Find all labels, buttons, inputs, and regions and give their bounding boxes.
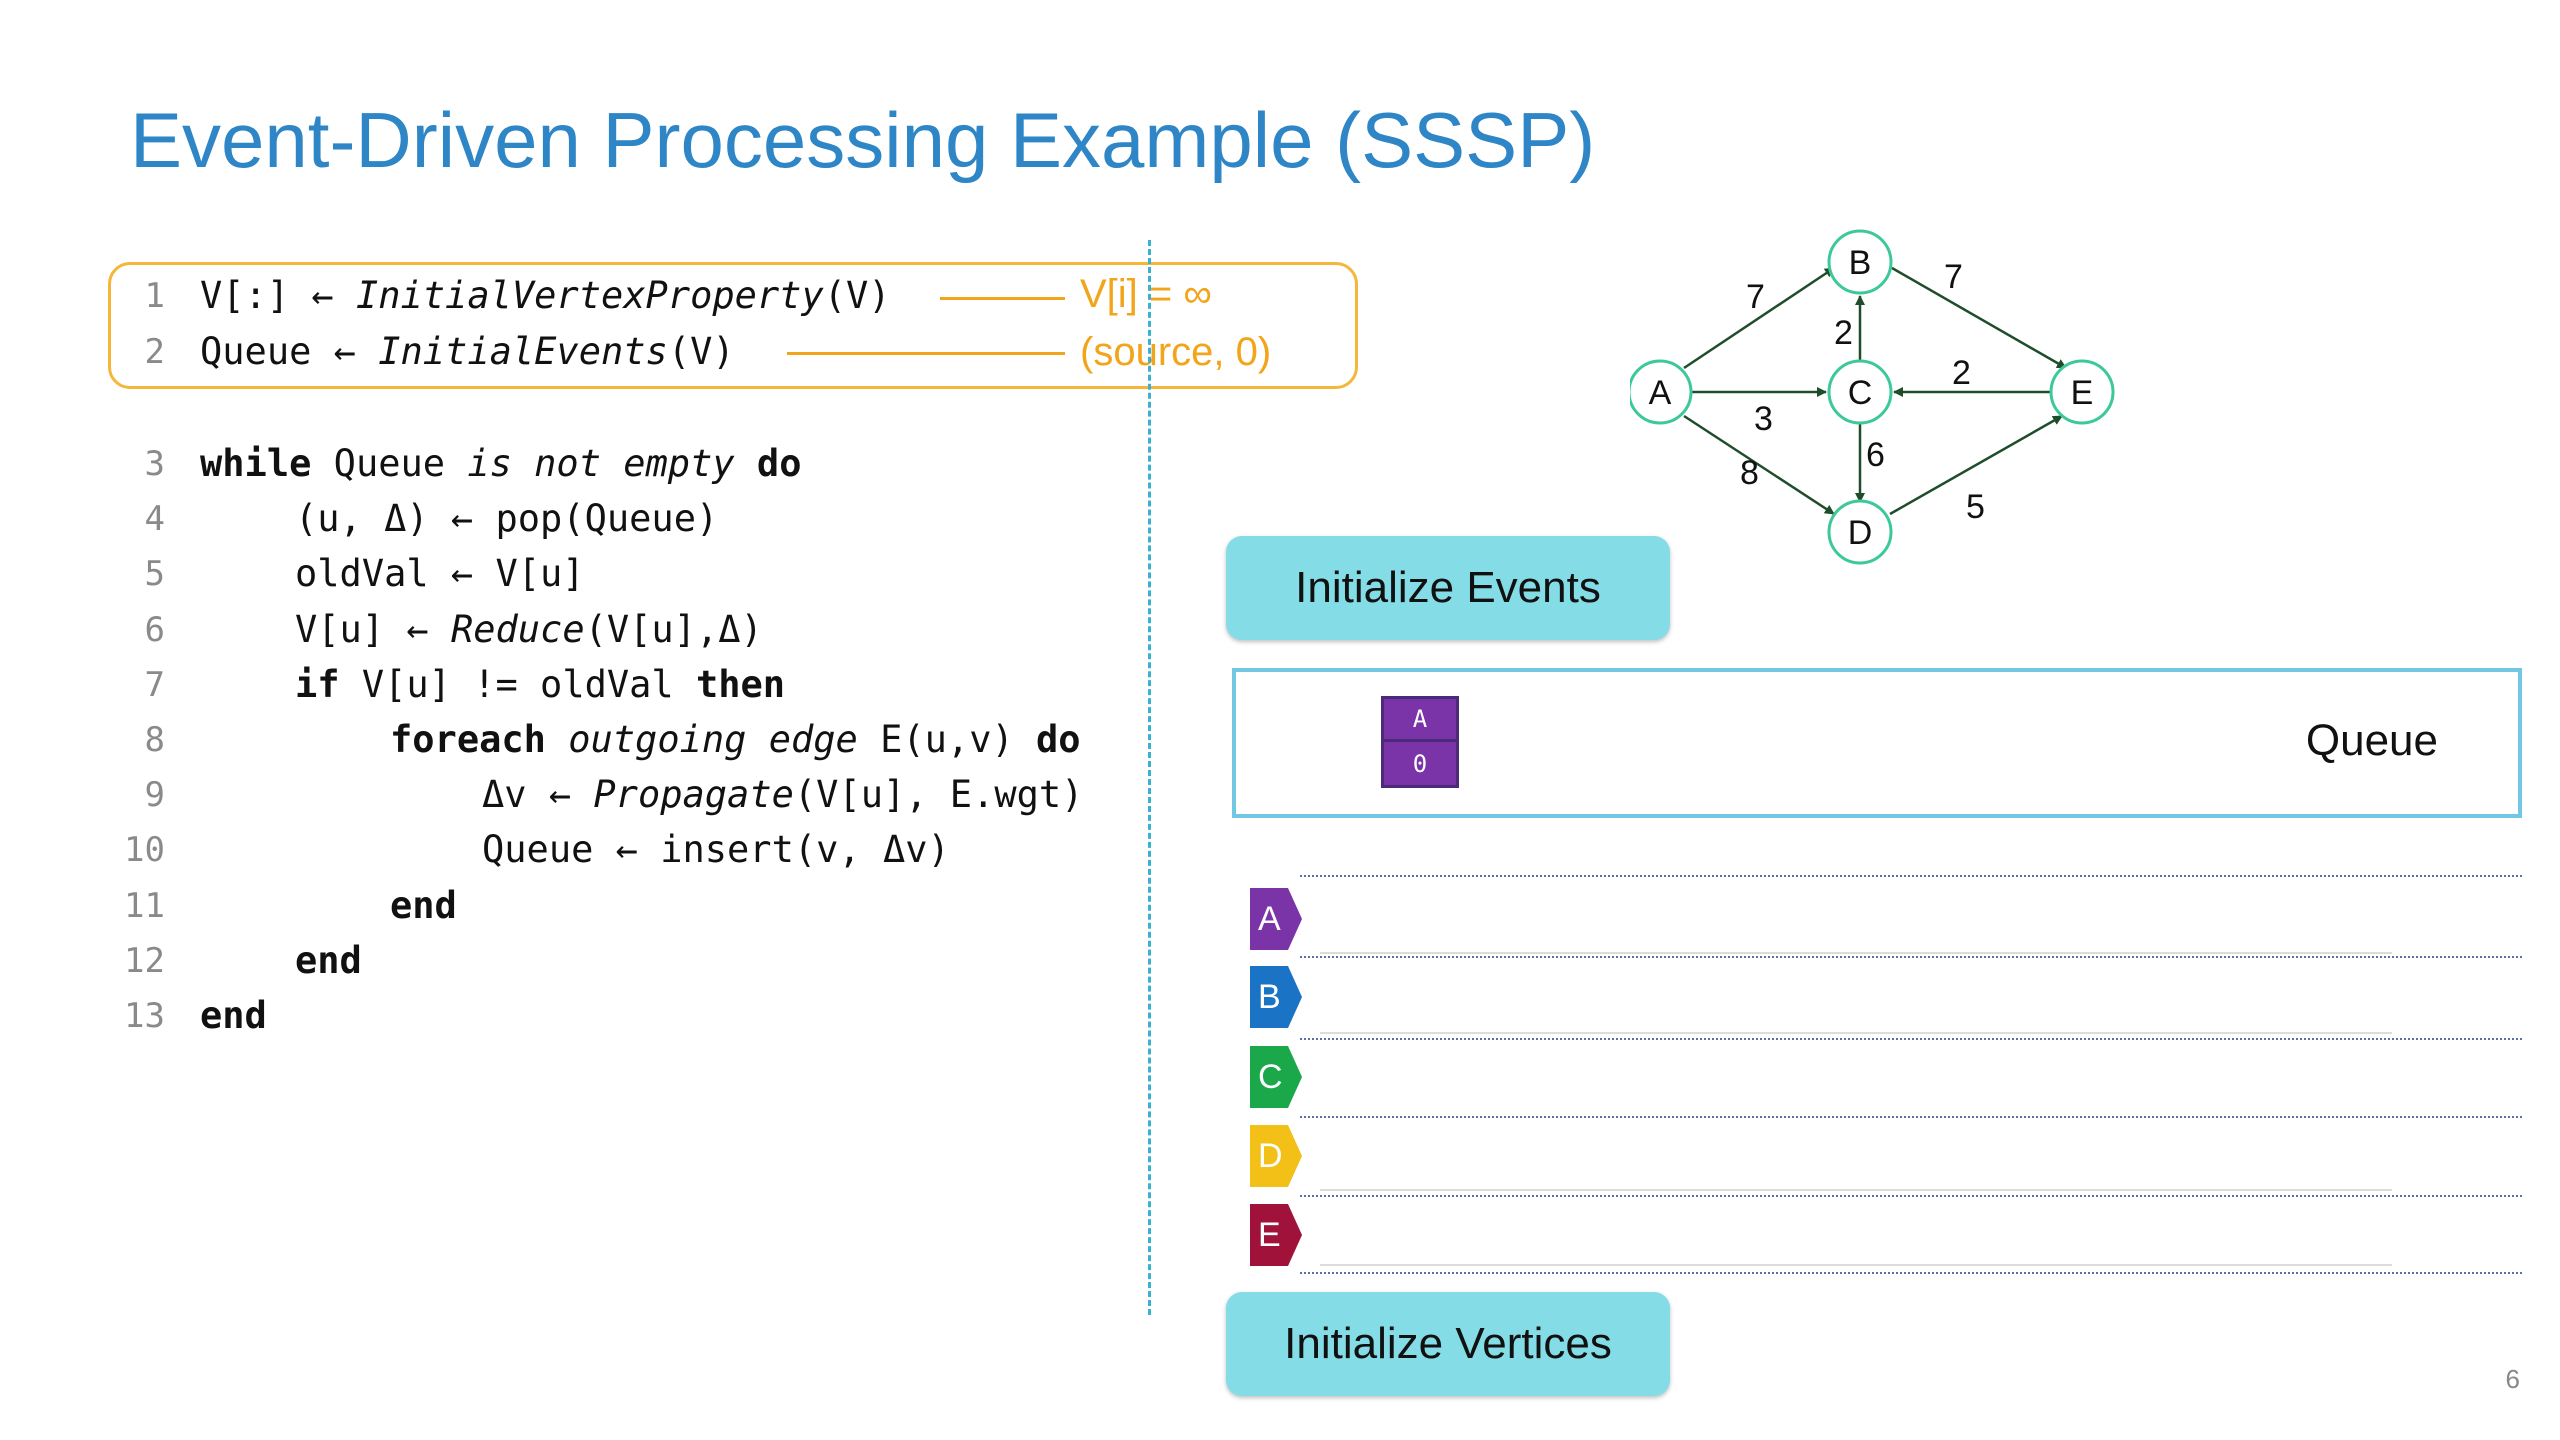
code-line-1: V[:] ← InitialVertexProperty(V) [200,274,891,317]
queue-label: Queue [2305,716,2438,765]
line-number: 2 [144,332,165,372]
vertex-row-e: E [1250,1196,2522,1274]
initialize-vertices-button[interactable]: Initialize Vertices [1226,1292,1670,1396]
line-number: 9 [144,775,165,815]
annotation-connector [787,352,1065,355]
weight-d-e: 5 [1966,488,1985,526]
initialize-events-button[interactable]: Initialize Events [1226,536,1670,640]
node-a [1630,359,1693,425]
weight-a-d: 8 [1740,454,1759,492]
weight-a-b: 7 [1746,278,1765,316]
node-label-c: C [1848,374,1873,412]
code-line-4: (u, Δ) ← pop(Queue) [295,497,719,540]
queue-item-vertex: A [1384,699,1456,742]
queue-item-value: 0 [1412,749,1428,778]
weight-a-c: 3 [1754,400,1773,438]
edge-a-b [1683,266,1835,370]
line-number: 5 [144,554,165,594]
queue-item: A 0 [1381,696,1459,788]
code-line-2: Queue ← InitialEvents(V) [200,330,735,373]
initialization-box [108,262,1358,389]
line-number: 1 [144,276,165,316]
node-label-b: B [1849,244,1872,282]
code-line-8: foreach outgoing edge E(u,v) do [390,718,1081,761]
vertex-row-b: B [1250,958,2522,1040]
weight-c-d: 6 [1866,436,1885,474]
line-number: 10 [124,830,165,870]
weight-b-e: 7 [1944,258,1963,296]
edge-b-e [1891,266,2067,370]
queue-panel: A 0 Queue [1232,668,2522,818]
line-number: 7 [144,665,165,705]
line-number: 11 [124,886,165,926]
node-label-e: E [2071,374,2094,412]
vertex-tag-a: A [1250,888,1302,950]
line-number: 6 [144,610,165,650]
node-d [1827,499,1893,565]
line-number: 13 [124,996,165,1036]
code-line-7: if V[u] != oldVal then [295,663,786,706]
node-label-a: A [1649,374,1672,412]
line-number: 12 [124,941,165,981]
node-label-d: D [1848,514,1873,552]
vertex-tag-e: E [1250,1204,1302,1266]
page-number: 6 [2505,1364,2520,1394]
vertex-row-a: A [1250,880,2522,958]
code-line-11: end [390,884,457,927]
sssp-graph: 7 3 8 7 2 2 6 5 A B C D E [1630,229,2115,565]
vertex-tag-b: B [1250,966,1302,1028]
code-line-13: end [200,994,267,1037]
weight-e-c: 2 [1952,354,1971,392]
vertex-row-c: C [1250,1038,2522,1118]
code-line-5: oldVal ← V[u] [295,552,585,595]
edge-d-e [1889,414,2063,516]
node-b [1827,229,1893,295]
code-line-12: end [295,939,362,982]
code-line-3: while Queue is not empty do [200,442,802,485]
line-number: 8 [144,720,165,760]
code-line-10: Queue ← insert(v, Δv) [482,828,950,871]
node-c [1827,359,1893,425]
row-divider [1300,875,2522,877]
annotation-initial-value: V[i] = ∞ [1080,272,1212,316]
annotation-source: (source, 0) [1080,330,1272,374]
line-number: 3 [144,444,165,484]
code-line-6: V[u] ← Reduce(V[u],Δ) [295,608,763,651]
vertical-divider [1148,240,1151,1315]
edge-a-d [1683,414,1835,516]
weight-c-b: 2 [1834,314,1853,352]
vertex-tag-d: D [1250,1125,1302,1187]
vertex-tag-c: C [1250,1046,1302,1108]
slide-title: Event-Driven Processing Example (SSSP) [130,96,1596,184]
code-line-9: Δv ← Propagate(V[u], E.wgt) [482,773,1084,816]
vertex-row-d: D [1250,1117,2522,1197]
node-e [2049,359,2115,425]
line-number: 4 [144,499,165,539]
annotation-connector [940,297,1065,300]
